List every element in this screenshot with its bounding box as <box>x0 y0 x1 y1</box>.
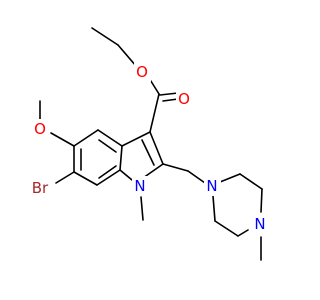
bond-ch2-n-pip <box>187 170 206 184</box>
bond-c2-n1 <box>142 163 164 179</box>
atom-label: O <box>34 120 46 138</box>
atom-br: Br <box>27 178 54 198</box>
bond-carbonyl-double-b <box>162 98 179 102</box>
bond-c3-c2-b <box>141 139 155 166</box>
atom-o-ester: O <box>134 62 151 82</box>
bond-c6-c7 <box>73 171 98 186</box>
bond-c7-c7a-b <box>98 165 117 179</box>
bond-pip-ca-cb <box>239 173 263 190</box>
bond-pip-n4-cc <box>237 229 249 237</box>
bond-n1-methyl <box>140 196 144 221</box>
bond-c6-br <box>55 171 75 184</box>
atom-label: N <box>134 177 145 195</box>
bond-pip-n1-ca <box>219 173 241 183</box>
bond-carbonyl-c3 <box>149 93 160 133</box>
bond-c3a-c4-b <box>98 139 117 153</box>
bond-c7-c7a-a <box>96 169 121 186</box>
bond-carbonyl-double-a <box>159 92 179 96</box>
atom-label: O <box>178 90 190 108</box>
bond-pip-cd-n1 <box>212 195 216 222</box>
atom-n-indole: N <box>132 176 149 196</box>
atom-n-piperazine-1: N <box>204 176 221 196</box>
atom-label: Br <box>32 179 49 197</box>
bond-ethyl-ch3 <box>91 27 119 46</box>
atom-label: N <box>206 177 217 195</box>
atom-o-carbonyl: O <box>176 89 193 109</box>
bond-c3-c2-a <box>149 131 164 165</box>
bond-c3a-c4-a <box>97 129 123 147</box>
bond-n1-c7a <box>119 169 133 181</box>
structure-diagram: O O O Br N N N <box>27 27 269 261</box>
atom-o-methoxy: O <box>32 119 49 139</box>
bond-c4-c5 <box>73 129 99 147</box>
bond-pip-cb-n4 <box>260 188 263 213</box>
bond-c2-ch2 <box>162 163 189 172</box>
atom-label: O <box>136 63 148 81</box>
bond-ethyl-ch2-o <box>117 44 137 67</box>
bond-pip-cc-cd <box>214 220 239 237</box>
bond-c3-c3a <box>121 131 151 147</box>
bond-c3a-c7a <box>119 145 123 171</box>
atom-label: N <box>254 215 265 233</box>
bond-c5-o-methoxy <box>50 132 75 147</box>
atom-n-piperazine-4: N <box>252 214 269 234</box>
